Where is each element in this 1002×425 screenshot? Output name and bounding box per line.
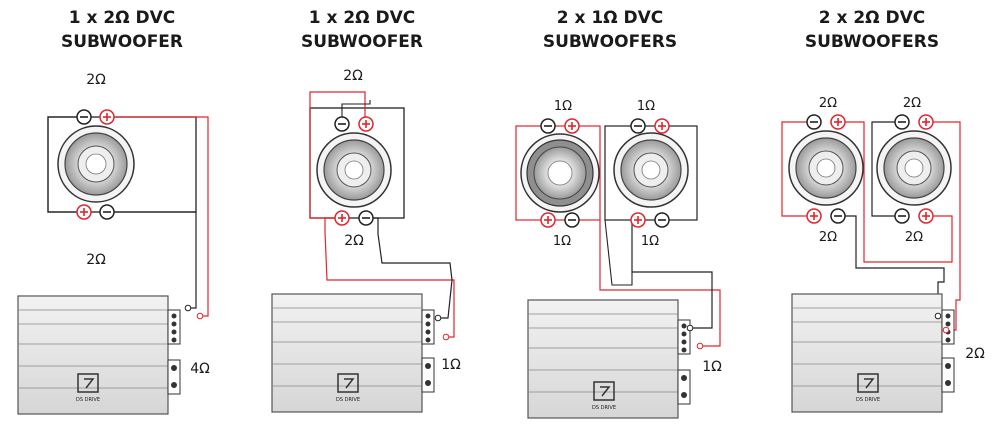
terminal-positive-icon [654,118,670,134]
load-impedance-label: 4Ω [190,361,210,377]
terminal-positive-icon [630,212,646,228]
subwoofer [316,132,392,208]
title-line-1: 1 x 2Ω DVC [308,8,416,28]
terminal-negative-icon [334,116,350,132]
impedance-label: 2Ω [86,72,106,88]
subwoofer [788,130,864,206]
subwoofer [57,125,135,203]
terminal-positive-icon [564,118,580,134]
negative-wire [366,217,453,319]
subwoofer [613,132,689,208]
terminal-positive-icon [830,114,846,130]
terminal-negative-icon [830,208,846,224]
terminal-negative-icon [894,114,910,130]
coil-jumper-wire [47,116,84,213]
negative-wire [631,220,713,329]
impedance-label: 2Ω [343,68,363,84]
brand-logo-icon [857,373,879,393]
title-line-1: 2 x 1Ω DVC [556,8,664,28]
terminal-negative-icon [806,114,822,130]
terminal-positive-icon [99,109,115,125]
coil-jumper-wire [341,100,371,124]
load-impedance-label: 2Ω [965,346,985,362]
brand-logo-text: DS DRIVE [856,397,880,403]
impedance-label: 1Ω [554,99,572,114]
terminal-negative-icon [894,208,910,224]
brand-logo-icon [337,373,359,393]
impedance-label: 2Ω [903,96,921,111]
amplifier: DS DRIVE [791,293,955,413]
diagram-3: 1Ω 1Ω 1Ω 1Ω [515,99,722,419]
terminal-positive-icon [76,204,92,220]
positive-wire [107,116,209,317]
brand-logo-text: DS DRIVE [592,405,616,411]
title-line-2: SUBWOOFER [60,32,184,52]
positive-wire [599,220,721,347]
coil-jumper-wire [781,121,814,217]
terminal-positive-icon [540,212,556,228]
negative-wire [107,211,197,309]
amplifier: DS DRIVE [17,295,181,415]
terminal-positive-icon [806,208,822,224]
diagram-2-title: 1 x 2Ω DVC SUBWOOFER [242,6,482,54]
brand-logo-icon [77,373,99,393]
impedance-label: 2Ω [86,252,106,268]
diagram-4: 2Ω 2Ω 2Ω 2Ω [781,96,985,413]
impedance-label: 1Ω [637,99,655,114]
terminal-negative-icon [540,118,556,134]
terminal-negative-icon [630,118,646,134]
title-line-1: 1 x 2Ω DVC [68,8,176,28]
impedance-label: 2Ω [344,233,364,249]
impedance-label: 1Ω [641,234,659,249]
coil-jumper-wire [838,121,953,263]
coil-jumper-wire [309,91,366,219]
impedance-label: 2Ω [819,230,837,245]
negative-wire [604,219,633,286]
impedance-label: 2Ω [819,96,837,111]
load-impedance-label: 1Ω [702,359,722,375]
terminal-positive-icon [334,210,350,226]
terminal-positive-icon [918,208,934,224]
title-line-2: SUBWOOFER [300,32,424,52]
diagram-1: 2Ω 2Ω [17,72,210,415]
negative-wire [838,215,945,316]
diagram-4-title: 2 x 2Ω DVC SUBWOOFERS [752,6,992,54]
coil-jumper-wire [604,125,698,221]
title-line-2: SUBWOOFERS [542,32,678,52]
terminal-negative-icon [76,109,92,125]
terminal-negative-icon [654,212,670,228]
diagram-2: 2Ω 2Ω [271,68,461,413]
title-line-2: SUBWOOFERS [804,32,940,52]
brand-logo-icon [593,381,615,401]
positive-wire [324,217,455,338]
amplifier: DS DRIVE [271,293,435,413]
brand-logo-text: DS DRIVE [336,397,360,403]
subwoofer [520,133,600,213]
brand-logo-text: DS DRIVE [76,397,100,403]
terminal-negative-icon [564,212,580,228]
diagram-1-title: 1 x 2Ω DVC SUBWOOFER [2,6,242,54]
load-impedance-label: 1Ω [441,357,461,373]
terminal-negative-icon [99,204,115,220]
coil-jumper-wire [515,125,601,221]
amplifier: DS DRIVE [527,299,691,419]
terminal-positive-icon [918,114,934,130]
impedance-label: 2Ω [905,230,923,245]
title-line-1: 2 x 2Ω DVC [818,8,926,28]
subwoofer [876,130,952,206]
diagram-3-title: 2 x 1Ω DVC SUBWOOFERS [490,6,730,54]
impedance-label: 1Ω [553,234,571,249]
coil-jumper-wire [871,121,902,217]
terminal-positive-icon [358,116,374,132]
terminal-negative-icon [358,210,374,226]
